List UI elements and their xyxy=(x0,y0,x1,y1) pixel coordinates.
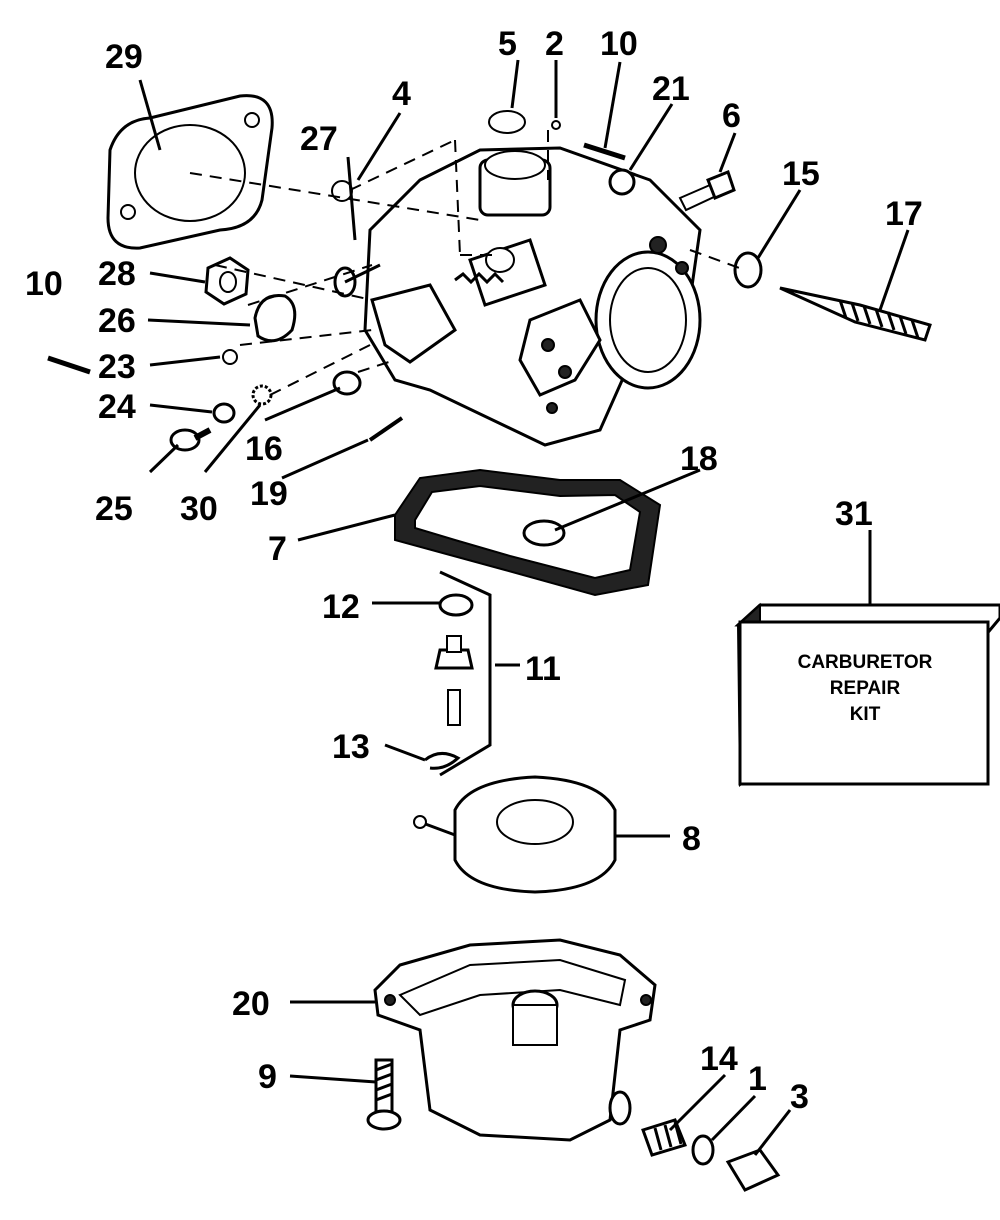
part-label-29: 29 xyxy=(105,38,143,76)
part-label-10-top: 10 xyxy=(600,25,638,63)
part-label-13: 13 xyxy=(332,728,370,766)
washer-part-23 xyxy=(222,349,238,365)
needle-valve-part-17 xyxy=(779,286,932,342)
part-label-6: 6 xyxy=(722,97,741,135)
part-label-19: 19 xyxy=(250,475,288,513)
pin-part-19 xyxy=(368,416,404,442)
ball-part-2 xyxy=(551,120,561,130)
part-label-15: 15 xyxy=(782,155,820,193)
screw-part-9 xyxy=(366,1058,402,1131)
part-label-31: 31 xyxy=(835,495,873,533)
inlet-needle-seat xyxy=(434,635,474,726)
part-label-3: 3 xyxy=(790,1078,809,1116)
part-label-10-left: 10 xyxy=(25,265,63,303)
kit-label-line3: KIT xyxy=(850,704,881,725)
part-label-20: 20 xyxy=(232,985,270,1023)
part-label-17: 17 xyxy=(885,195,923,233)
part-label-5: 5 xyxy=(498,25,517,63)
part-label-9: 9 xyxy=(258,1058,277,1096)
part-label-24: 24 xyxy=(98,388,136,426)
part-label-18: 18 xyxy=(680,440,718,478)
part-label-25: 25 xyxy=(95,490,133,528)
washer-part-21 xyxy=(608,168,636,196)
lock-washer-part-30 xyxy=(251,384,273,406)
part-label-27: 27 xyxy=(300,120,338,158)
part-label-16: 16 xyxy=(245,430,283,468)
washer-part-12 xyxy=(438,593,474,617)
flange-gasket xyxy=(106,94,274,250)
part-label-14: 14 xyxy=(700,1040,738,1078)
kit-label-line2: REPAIR xyxy=(830,678,901,699)
washer-part-24 xyxy=(212,402,236,424)
packing-nut-part-15 xyxy=(733,251,763,289)
bushing-part-26 xyxy=(253,293,297,343)
kit-label-line1: CARBURETOR xyxy=(798,652,933,673)
part-label-1: 1 xyxy=(748,1060,767,1098)
part-label-23: 23 xyxy=(98,348,136,386)
part-label-30: 30 xyxy=(180,490,218,528)
jet-part-14 xyxy=(641,1118,688,1157)
washer-part-16 xyxy=(332,370,362,396)
carburetor-body xyxy=(363,146,702,447)
gasket-part-1 xyxy=(691,1134,715,1166)
choke-lever xyxy=(333,263,505,364)
pin-part-10-left xyxy=(47,355,91,375)
part-label-7: 7 xyxy=(268,530,287,568)
part-label-11: 11 xyxy=(525,650,561,688)
pin-part-10-top xyxy=(583,142,626,161)
part-label-21: 21 xyxy=(652,70,690,108)
nut-part-28 xyxy=(204,256,250,306)
float-bowl-part-20 xyxy=(373,938,657,1142)
part-label-2: 2 xyxy=(545,25,564,63)
screw-part-6 xyxy=(678,170,736,212)
part-label-26: 26 xyxy=(98,302,136,340)
float-arm-part-11 xyxy=(439,570,492,777)
part-number-labels: 29 4 27 5 2 10 21 6 15 17 10 28 26 23 24… xyxy=(25,25,923,1116)
part-label-12: 12 xyxy=(322,588,360,626)
part-label-28: 28 xyxy=(98,255,136,293)
part-label-4: 4 xyxy=(392,75,411,113)
part-label-8: 8 xyxy=(682,820,701,858)
plug-part-5 xyxy=(488,110,526,134)
clip-part-13 xyxy=(424,752,461,770)
leader-lines xyxy=(138,59,910,1156)
repair-kit-box: CARBURETOR REPAIR KIT xyxy=(734,602,1000,787)
plug-part-3 xyxy=(725,1148,781,1192)
float-part-8 xyxy=(413,775,617,894)
bowl-gasket xyxy=(394,468,662,597)
